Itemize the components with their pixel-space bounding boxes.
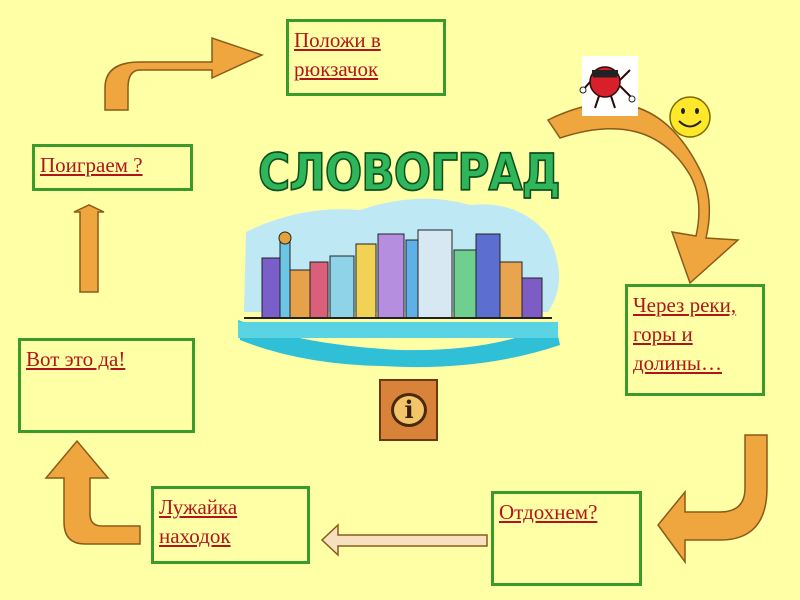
city-illustration <box>238 198 560 368</box>
link-rivers[interactable]: Через реки, горы и долины… <box>633 293 737 375</box>
arrow-to-wow <box>44 439 141 545</box>
arrow-to-rest <box>657 434 768 565</box>
arrow-to-pack <box>104 36 265 111</box>
link-play[interactable]: Поиграем ? <box>40 153 143 177</box>
box-wow: Вот это да! <box>18 338 195 433</box>
box-rest: Отдохнем? <box>491 491 642 586</box>
link-rest[interactable]: Отдохнем? <box>499 500 598 524</box>
arrow-to-play <box>73 204 105 293</box>
smiley-icon <box>669 96 711 138</box>
box-rivers: Через реки, горы и долины… <box>625 284 765 396</box>
link-pack[interactable]: Положи в рюкзачок <box>294 28 381 81</box>
link-meadow[interactable]: Лужайка находок <box>159 495 238 548</box>
info-icon: i <box>391 393 427 427</box>
box-play: Поиграем ? <box>32 144 193 191</box>
box-pack: Положи в рюкзачок <box>286 19 446 96</box>
link-wow[interactable]: Вот это да! <box>26 347 126 371</box>
info-button[interactable]: i <box>379 379 438 441</box>
arrow-to-rivers <box>546 102 740 285</box>
box-meadow: Лужайка находок <box>151 486 310 564</box>
arrow-to-meadow <box>320 523 488 557</box>
page-title: СЛОВОГРАД <box>257 143 561 203</box>
mascot-figure <box>579 56 638 116</box>
